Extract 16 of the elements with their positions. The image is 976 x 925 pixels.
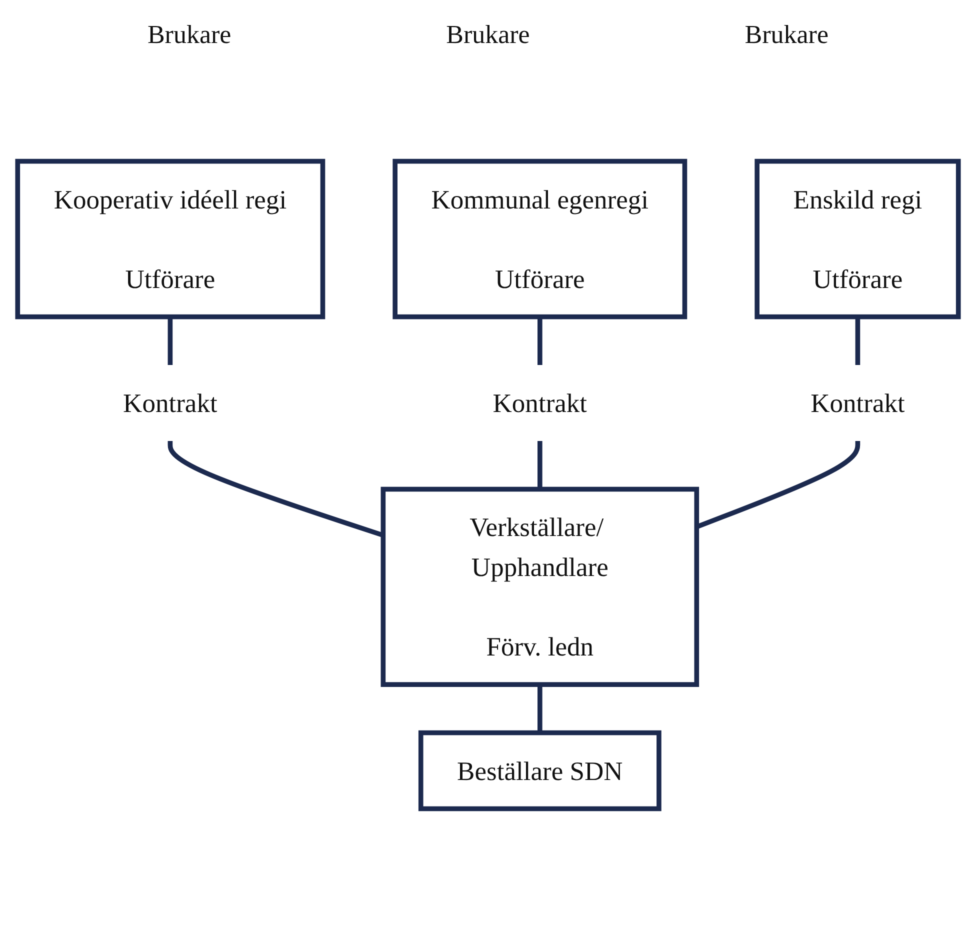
node-box: Beställare SDN <box>418 730 662 812</box>
role-label: Brukare <box>446 20 530 51</box>
connector <box>538 684 542 733</box>
connector <box>168 316 173 366</box>
node-box: Kommunal egenregi Utförare <box>392 158 688 320</box>
node-text: Kontrakt <box>123 388 218 418</box>
role-label: Brukare <box>147 20 232 51</box>
node-box: Kooperativ idéell regi Utförare <box>15 158 326 320</box>
connector <box>855 316 860 366</box>
connector <box>538 441 542 490</box>
node-text: Kontrakt <box>492 388 588 418</box>
node-box: Verkställare/ Upphandlare Förv. ledn <box>380 486 700 687</box>
node-box: Enskild regi Utförare <box>754 158 961 320</box>
connector <box>538 316 542 366</box>
node-text: Kontrakt <box>810 388 905 418</box>
role-label: Brukare <box>744 20 829 51</box>
